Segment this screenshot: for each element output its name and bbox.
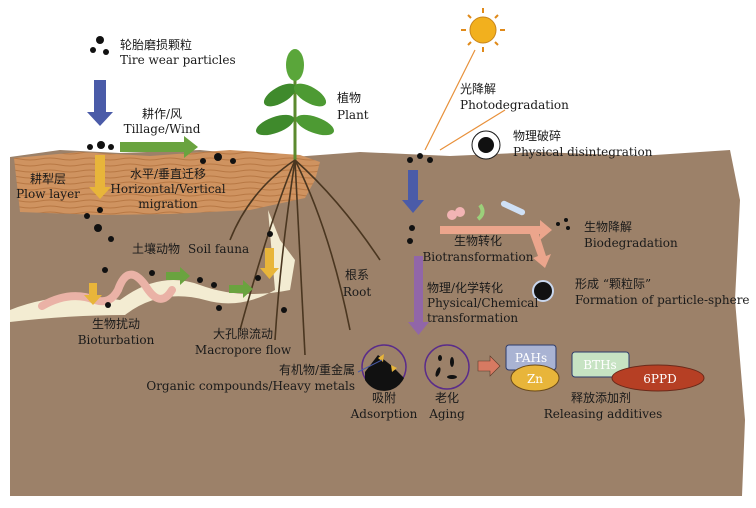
organics-zh: 有机物/重金属 (279, 362, 355, 377)
yellow-arrow-down (84, 283, 102, 305)
additive-bths-label: BTHs (583, 358, 616, 372)
purple-arrow-down (408, 256, 429, 335)
phys-chem-en2: transformation (427, 311, 518, 325)
additives-zh: 释放添加剂 (571, 390, 631, 405)
migration-en2: migration (138, 197, 198, 211)
plant-en: Plant (337, 108, 369, 122)
green-arrow-right (120, 136, 198, 158)
additive-bths (571, 351, 630, 378)
organics-en: Organic compounds/Heavy metals (146, 379, 355, 393)
plow-layer-zh: 耕犁层 (30, 171, 66, 186)
tire-particles (84, 36, 570, 313)
pink-arrow (440, 220, 552, 240)
photodegradation-zh: 光降解 (460, 82, 496, 96)
particle-sphere-zh: 形成 “颗粒际” (575, 276, 651, 291)
roots (229, 159, 381, 356)
pink-arrow-down (530, 231, 551, 268)
macropore-zh: 大孔隙流动 (213, 327, 273, 341)
light-ray (424, 49, 476, 151)
plant-zh: 植物 (337, 90, 361, 105)
aging-en: Aging (428, 407, 465, 421)
yellow-arrow-down (89, 155, 111, 199)
source-en: Tire wear particles (120, 53, 236, 67)
green-arrow-right (166, 267, 190, 285)
bioturbation-en: Bioturbation (78, 333, 155, 347)
phys-chem-zh: 物理/化学转化 (427, 280, 503, 295)
salmon-arrow (477, 355, 501, 377)
adsorption-en: Adsorption (350, 407, 418, 421)
soil-fauna-en: Soil fauna (188, 242, 249, 256)
plow-layer-en: Plow layer (16, 187, 80, 201)
biodegradation-zh: 生物降解 (584, 220, 632, 234)
yellow-arrow-down (260, 248, 279, 279)
photodegradation-en: Photodegradation (460, 98, 569, 112)
additive-pahs-label: PAHs (515, 351, 547, 365)
bioturbation-zh: 生物扰动 (92, 317, 140, 331)
root-en: Root (343, 285, 371, 299)
microbes-icon (447, 200, 526, 221)
disintegration-zh: 物理破碎 (513, 128, 561, 143)
macropore-en: Macropore flow (195, 343, 292, 357)
additive-zn (510, 364, 560, 392)
soil-body (10, 150, 745, 496)
migration-en1: Horizontal/Vertical (110, 182, 225, 196)
green-arrow-right (229, 280, 253, 298)
plow-layer (14, 150, 320, 215)
biotransformation-zh: 生物转化 (454, 233, 502, 248)
particle-sphere-en: Formation of particle-sphere (575, 293, 750, 307)
soil-fauna-zh: 土壤动物 (132, 241, 180, 256)
biodegradation-en: Biodegradation (584, 236, 678, 250)
root-zh: 根系 (345, 268, 369, 282)
phys-chem-en1: Physical/Chemical (427, 296, 538, 310)
biotransformation-en: Biotransformation (422, 250, 533, 264)
aging-zh: 老化 (435, 391, 459, 405)
additives-en: Releasing additives (544, 407, 663, 421)
blue-arrow-down (402, 170, 424, 213)
adsorption-zh: 吸附 (372, 391, 396, 405)
aging-icon (424, 344, 470, 390)
disintegration-en: Physical disintegration (513, 145, 653, 159)
blue-arrow-down (87, 80, 113, 126)
migration-zh: 水平/垂直迁移 (130, 167, 206, 181)
additive-zn-label: Zn (527, 372, 543, 386)
tillage-zh: 耕作/风 (142, 106, 182, 121)
light-ray (439, 109, 506, 151)
sun-icon (461, 8, 505, 52)
source-zh: 轮胎磨损颗粒 (120, 37, 192, 52)
plant-icon (256, 49, 334, 160)
tillage-en: Tillage/Wind (124, 122, 201, 136)
additive-6ppd (611, 364, 705, 392)
macropore-channel (10, 210, 295, 322)
additive-6ppd-label: 6PPD (643, 372, 676, 386)
earthworm (38, 270, 176, 310)
particle-sphere-icon (532, 280, 554, 302)
